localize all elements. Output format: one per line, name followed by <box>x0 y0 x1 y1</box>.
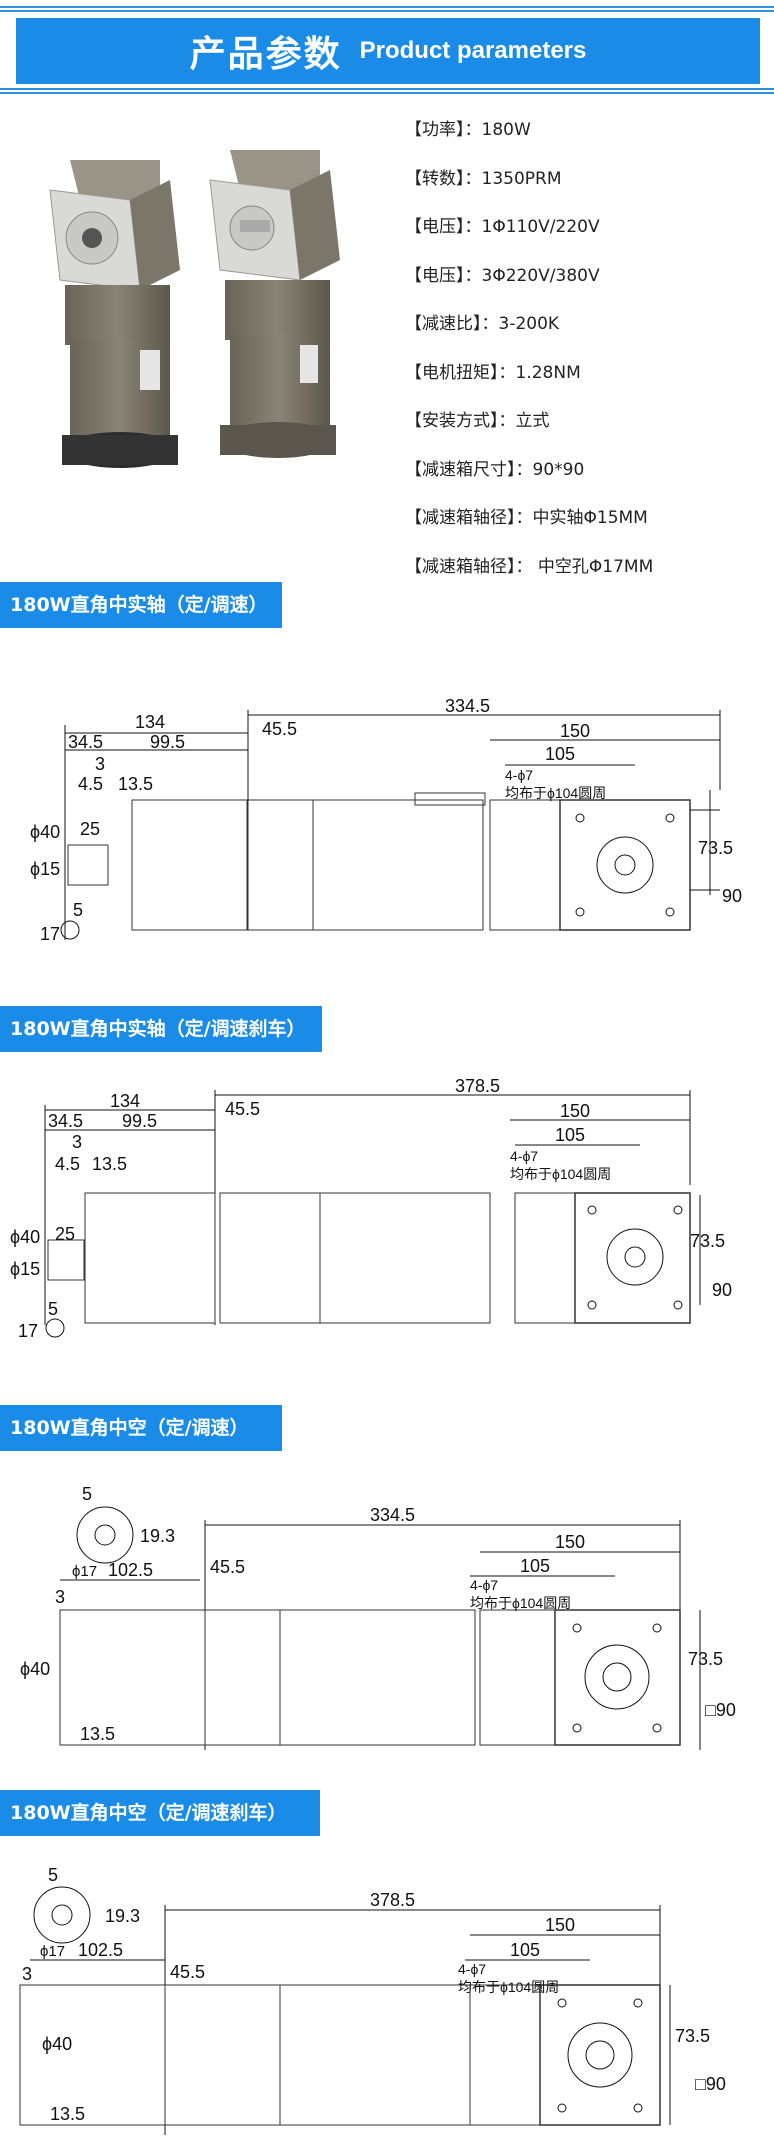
dim-circle: 均布于ϕ104圆周 <box>510 1166 611 1182</box>
dim-45-5: 45.5 <box>225 1099 260 1119</box>
dim-19-3: 19.3 <box>140 1526 175 1546</box>
dim-134: 134 <box>110 1091 140 1111</box>
section-title: 180W直角中实轴（定/调速刹车） <box>0 1006 322 1052</box>
dim-105: 105 <box>555 1125 585 1145</box>
dim-key-5: 5 <box>73 900 83 920</box>
dim-105: 105 <box>520 1556 550 1576</box>
dim-34-5: 34.5 <box>68 732 103 752</box>
dim-90: 90 <box>722 886 742 906</box>
motor-solid-shaft-image <box>49 160 180 468</box>
dim-holes: 4-ϕ7 <box>458 1961 486 1977</box>
banner-bar: 产品参数 Product parameters <box>16 18 760 84</box>
dim-102-5: 102.5 <box>78 1940 123 1960</box>
param-row: 【减速比】：3-200K <box>405 314 560 334</box>
dim-150: 150 <box>560 721 590 741</box>
dim-105: 105 <box>510 1940 540 1960</box>
dim-key-17: 17 <box>40 924 60 944</box>
parameter-list: 【功率】：180W 【转数】：1350PRM 【电压】：1Φ110V/220V … <box>405 118 653 603</box>
banner-stripe <box>0 10 774 12</box>
drawing-hollow-shaft-brake: 5 19.3 ϕ17 102.5 3 ϕ40 13.5 45.5 378.5 1… <box>0 1860 774 2148</box>
param-row: 【电压】：1Φ110V/220V <box>405 217 600 237</box>
dim-phi40: ϕ40 <box>20 1659 50 1679</box>
param-row: 【功率】：180W <box>405 120 531 140</box>
param-row: 【安装方式】：立式 <box>405 411 550 431</box>
dim-13-5: 13.5 <box>118 774 153 794</box>
dim-phi17: ϕ17 <box>40 1943 65 1960</box>
dim-73-5: 73.5 <box>688 1649 723 1669</box>
dim-circle: 均布于ϕ104圆周 <box>458 1979 559 1995</box>
param-row: 【减速箱尺寸】：90*90 <box>405 459 585 480</box>
dim-total: 334.5 <box>445 696 490 716</box>
dim-150: 150 <box>555 1532 585 1552</box>
dim-73-5: 73.5 <box>690 1231 725 1251</box>
drawing-hollow-shaft: 5 19.3 ϕ17 102.5 3 ϕ40 13.5 45.5 334.5 1… <box>0 1480 774 1780</box>
dim-holes: 4-ϕ7 <box>510 1148 538 1164</box>
dim-45-5: 45.5 <box>210 1557 245 1577</box>
dim-90: □90 <box>705 1700 736 1720</box>
dim-phi15: ϕ15 <box>30 859 60 879</box>
dim-90: □90 <box>695 2074 726 2094</box>
param-row: 【减速箱轴径】：中实轴Φ15MM <box>405 508 648 528</box>
banner-stripe <box>0 6 774 8</box>
dim-holes: 4-ϕ7 <box>470 1577 498 1593</box>
dim-phi40: ϕ40 <box>10 1227 40 1247</box>
dim-34-5: 34.5 <box>48 1111 83 1131</box>
dim-3: 3 <box>22 1964 32 1984</box>
banner-title-cn: 产品参数 <box>189 34 342 75</box>
banner-stripe <box>0 92 774 94</box>
param-row: 【减速箱轴径】： 中空孔Φ17MM <box>405 556 654 577</box>
dim-phi17: ϕ17 <box>72 1563 97 1580</box>
dim-key-5: 5 <box>82 1484 92 1504</box>
dim-phi40: ϕ40 <box>42 2034 72 2054</box>
dim-3: 3 <box>55 1587 65 1607</box>
dim-99-5: 99.5 <box>122 1111 157 1131</box>
dim-73-5: 73.5 <box>675 2026 710 2046</box>
dim-4-5: 4.5 <box>55 1154 80 1174</box>
header-banner: 产品参数 Product parameters <box>0 0 774 100</box>
product-photo <box>49 150 340 468</box>
dim-circle: 均布于ϕ104圆周 <box>505 785 606 801</box>
dim-73-5: 73.5 <box>698 838 733 858</box>
dim-102-5: 102.5 <box>108 1560 153 1580</box>
dim-3: 3 <box>72 1132 82 1152</box>
param-row: 【电压】：3Φ220V/380V <box>405 265 600 286</box>
dim-19-3: 19.3 <box>105 1906 140 1926</box>
banner-stripe <box>0 88 774 90</box>
dim-total: 378.5 <box>370 1890 415 1910</box>
dim-phi15: ϕ15 <box>10 1259 40 1279</box>
banner-title-en: Product parameters <box>359 37 587 64</box>
dim-holes: 4-ϕ7 <box>505 767 533 783</box>
motor-hollow-shaft-image <box>209 150 340 458</box>
dim-key-5: 5 <box>48 1865 58 1885</box>
dim-phi40: ϕ40 <box>30 822 60 842</box>
dim-150: 150 <box>545 1915 575 1935</box>
section-title: 180W直角中空（定/调速） <box>0 1405 282 1451</box>
dim-key-17: 17 <box>18 1321 38 1341</box>
section-title: 180W直角中空（定/调速刹车） <box>0 1790 320 1836</box>
dim-13-5: 13.5 <box>92 1154 127 1174</box>
dim-150: 150 <box>560 1101 590 1121</box>
dim-key-5: 5 <box>48 1299 58 1319</box>
dim-105: 105 <box>545 744 575 764</box>
dim-total: 334.5 <box>370 1505 415 1525</box>
dim-25: 25 <box>80 819 100 839</box>
dim-3: 3 <box>95 754 105 774</box>
param-row: 【电机扭矩】：1.28NM <box>405 362 581 383</box>
dim-circle: 均布于ϕ104圆周 <box>470 1595 571 1611</box>
dim-90: 90 <box>712 1280 732 1300</box>
dim-13-5: 13.5 <box>80 1724 115 1744</box>
dim-4-5: 4.5 <box>78 774 103 794</box>
dim-45-5: 45.5 <box>170 1962 205 1982</box>
dim-45-5: 45.5 <box>262 719 297 739</box>
dim-99-5: 99.5 <box>150 732 185 752</box>
dim-total: 378.5 <box>455 1076 500 1096</box>
section-title: 180W直角中实轴（定/调速） <box>0 582 282 628</box>
param-row: 【转数】：1350PRM <box>405 168 562 189</box>
drawing-solid-shaft: 134 34.5 99.5 3 4.5 13.5 45.5 334.5 150 … <box>0 690 774 960</box>
dim-25: 25 <box>55 1224 75 1244</box>
drawing-solid-shaft-brake: 134 34.5 99.5 3 4.5 13.5 45.5 378.5 150 … <box>0 1075 774 1355</box>
dim-13-5: 13.5 <box>50 2104 85 2124</box>
dim-134: 134 <box>135 712 165 732</box>
